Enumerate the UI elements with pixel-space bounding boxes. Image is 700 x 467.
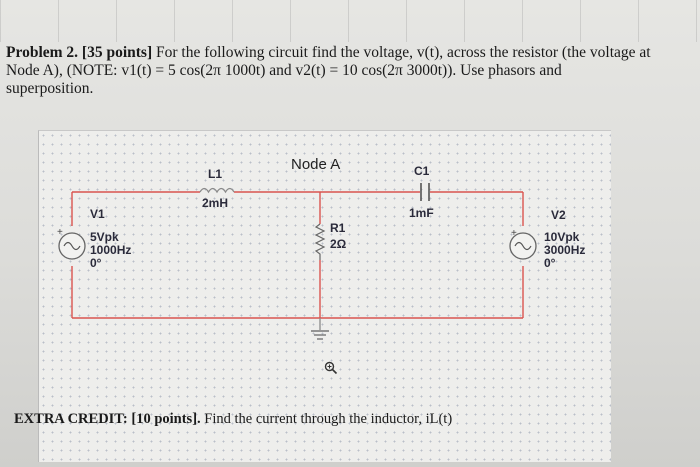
ground-icon xyxy=(311,330,329,340)
source1-amplitude: 5Vpk xyxy=(90,230,119,244)
problem-line-2: Node A), (NOTE: v1(t) = 5 cos(2π 1000t) … xyxy=(6,62,562,79)
paper-grid xyxy=(0,0,700,42)
problem-line-3: superposition. xyxy=(6,80,94,97)
extra-credit-points: [10 points]. xyxy=(131,411,201,427)
extra-credit-text: Find the current through the inductor, i… xyxy=(204,411,453,427)
problem-heading: Problem 2. xyxy=(6,44,79,61)
problem-line-1-text: For the following circuit find the volta… xyxy=(156,44,651,61)
resistor-name: R1 xyxy=(330,221,346,235)
inductor-value: 2mH xyxy=(202,196,229,210)
sine-wave-icon xyxy=(514,241,532,251)
resistor-value: 2Ω xyxy=(330,237,347,251)
sine-wave-icon xyxy=(63,241,81,251)
source1-name: V1 xyxy=(90,207,105,221)
problem-line-1: Problem 2. [35 points] For the following… xyxy=(6,44,698,62)
extra-credit: EXTRA CREDIT: [10 points]. Find the curr… xyxy=(14,411,452,428)
capacitor-icon xyxy=(420,183,430,201)
resistor-zigzag-icon xyxy=(314,223,326,260)
plus-sign: + xyxy=(511,228,517,239)
capacitor-name: C1 xyxy=(414,164,430,178)
inductor-coil-icon xyxy=(199,187,235,194)
node-a-label: Node A xyxy=(291,156,341,173)
source2-amplitude: 10Vpk xyxy=(544,230,580,244)
extra-credit-heading: EXTRA CREDIT: xyxy=(14,411,128,427)
problem-points: [35 points] xyxy=(81,44,153,61)
inductor-name: L1 xyxy=(208,167,223,181)
plus-sign: + xyxy=(57,227,63,238)
source2-phase: 0° xyxy=(544,256,556,270)
source1-phase: 0° xyxy=(90,256,102,270)
source1-frequency: 1000Hz xyxy=(90,243,132,257)
problem-statement: Problem 2. [35 points] For the following… xyxy=(6,44,698,98)
source2-frequency: 3000Hz xyxy=(544,243,586,257)
capacitor-value: 1mF xyxy=(409,206,434,220)
zoom-icon[interactable] xyxy=(324,361,338,375)
source2-name: V2 xyxy=(551,208,566,222)
schematic-panel xyxy=(38,130,611,462)
